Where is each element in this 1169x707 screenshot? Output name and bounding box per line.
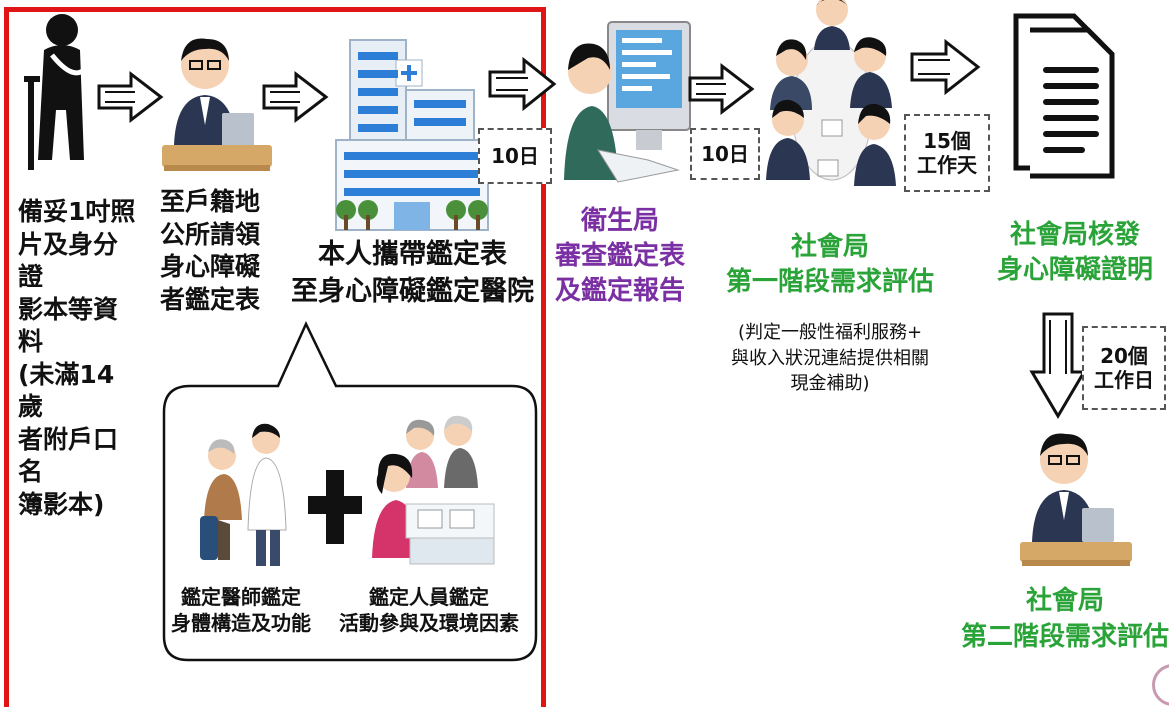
certificate-label: 社會局核發 身心障礙證明 [996,220,1153,286]
duration-badge: 10日 [478,128,552,184]
arrow-right-icon [97,70,164,124]
doctor-assessment-label: 鑑定醫師鑑定 身體構造及功能 [171,585,311,635]
clerk-laptop-icon [1020,433,1132,566]
corner-badge [1152,664,1169,706]
assessor-elderly-icon [372,415,495,565]
plus-icon [308,470,362,544]
clerk-laptop-icon [162,38,272,171]
duration-badge: 15個 工作天 [904,114,990,192]
duration-badge: 20個 工作日 [1082,326,1166,410]
health-bureau-label: 衛生局 審查鑑定表 及鑑定報告 [554,206,685,306]
document-icon [1013,13,1115,179]
computer-officer-icon [564,21,691,183]
hospital-assessment-label: 本人攜帶鑑定表 至身心障礙鑑定醫院 [291,239,534,308]
arrow-right-icon [488,56,557,112]
arrow-down-icon [1029,312,1087,419]
get-form-label: 至戶籍地 公所請領 身心障礙 者鑑定表 [160,187,261,314]
hospital-section-frame [4,7,546,707]
duration-badge: 10日 [690,128,760,180]
social-stage1-title: 社會局 第一階段需求評估 [725,232,934,298]
social-stage2-label: 社會局 第二階段需求評估 [960,586,1169,652]
meeting-group-icon [766,0,896,186]
social-stage1-note: (判定一般性福利服務+ 與收入狀況連結提供相關 現金補助) [731,322,929,395]
arrow-right-icon [688,62,755,116]
arrow-right-icon [262,70,329,124]
prepare-documents-label: 備妥1吋照 片及身分證 影本等資料 (未滿14歲 者附戶口名 簿影本) [18,197,136,519]
speech-bubble [162,321,538,662]
hospital-icon [335,39,489,231]
assessor-assessment-label: 鑑定人員鑑定 活動參與及環境因素 [339,585,519,635]
injured-person-icon [24,14,86,170]
doctor-patient-icon [200,423,287,566]
arrow-right-icon [910,38,981,96]
